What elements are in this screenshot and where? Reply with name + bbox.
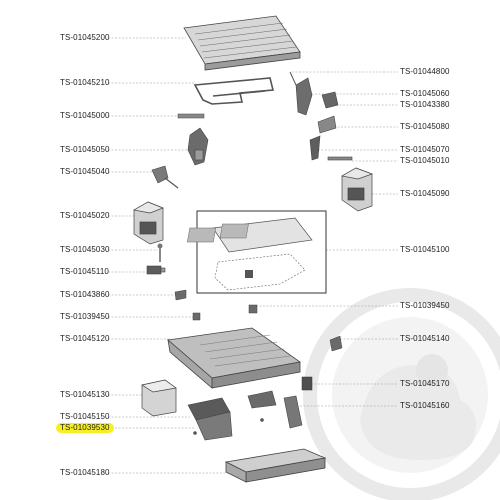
label-part-r2: TS-01045060 xyxy=(400,89,450,98)
label-part-r10: TS-01045140 xyxy=(400,334,450,343)
part-foot-right xyxy=(340,167,374,212)
label-part-5: TS-01045040 xyxy=(60,167,110,176)
part-heating-element xyxy=(193,77,275,105)
part-board-right xyxy=(247,390,303,429)
part-connector xyxy=(146,265,166,275)
part-grill-plate xyxy=(183,15,301,71)
label-part-12: TS-01045130 xyxy=(60,390,110,399)
part-nut-right xyxy=(248,304,258,314)
label-part-r3: TS-01043380 xyxy=(400,100,450,109)
label-part-r1: TS-01044800 xyxy=(400,67,450,76)
label-part-10: TS-01039450 xyxy=(60,312,110,321)
part-housing-base xyxy=(167,327,302,389)
label-part-2: TS-01045210 xyxy=(60,78,110,87)
label-part-13: TS-01045150 xyxy=(60,412,110,421)
part-small-rod xyxy=(177,113,205,119)
part-nut-small xyxy=(192,312,201,321)
label-part-1: TS-01045200 xyxy=(60,33,110,42)
part-foot-left xyxy=(132,201,164,245)
label-part-r12: TS-01045160 xyxy=(400,401,450,410)
part-lever xyxy=(309,135,353,161)
label-part-7: TS-01045030 xyxy=(60,245,110,254)
part-cable-clip xyxy=(151,165,179,189)
part-screw-1 xyxy=(157,243,163,262)
label-part-8: TS-01045110 xyxy=(60,267,109,276)
part-clip-small xyxy=(174,289,187,301)
part-bottom-tray xyxy=(224,448,327,483)
part-board-left xyxy=(187,397,233,441)
part-plug-right xyxy=(329,335,343,352)
label-part-highlighted: TS-01039530 xyxy=(56,423,114,433)
part-electronics-box xyxy=(141,379,177,417)
label-part-9: TS-01043860 xyxy=(60,290,110,299)
label-part-r7: TS-01045090 xyxy=(400,189,450,198)
label-part-r8: TS-01045100 xyxy=(400,245,450,254)
label-part-4: TS-01045050 xyxy=(60,145,110,154)
leader-lines xyxy=(108,37,398,474)
part-screw-2 xyxy=(193,418,264,435)
label-part-15: TS-01045180 xyxy=(60,468,110,477)
label-part-r6: TS-01045010 xyxy=(400,156,450,165)
part-thermostat-left xyxy=(187,127,209,166)
part-spring xyxy=(317,115,337,134)
part-switch xyxy=(301,376,313,391)
label-part-6: TS-01045020 xyxy=(60,211,110,220)
label-part-3: TS-01045000 xyxy=(60,111,110,120)
detail-box xyxy=(187,210,327,294)
label-part-11: TS-01045120 xyxy=(60,334,110,343)
watermark-logo xyxy=(303,288,500,500)
label-part-r5: TS-01045070 xyxy=(400,145,450,154)
label-part-r9: TS-01039450 xyxy=(400,301,450,310)
label-part-r4: TS-01045080 xyxy=(400,122,450,131)
label-part-r11: TS-01045170 xyxy=(400,379,450,388)
part-bracket-right xyxy=(289,71,339,116)
